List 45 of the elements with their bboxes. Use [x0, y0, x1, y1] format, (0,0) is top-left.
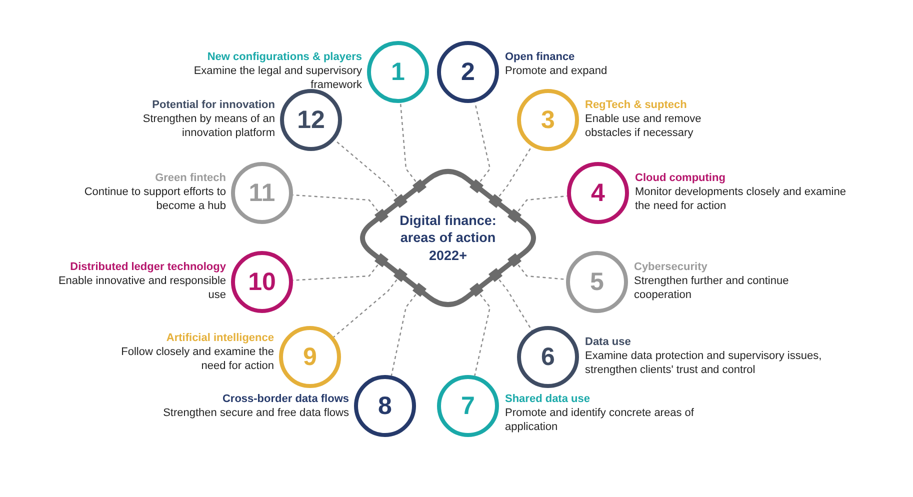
numbered-circle: 12 [280, 89, 342, 151]
dashed-connector [498, 279, 532, 331]
topic-heading: Artificial intelligence [166, 331, 274, 345]
dashed-connector [474, 294, 491, 376]
topic-heading: Green fintech [155, 171, 226, 185]
topic-description: Continue to support efforts to become a hub [83, 185, 226, 213]
topic-description: Enable innovative and responsible use [57, 274, 226, 302]
topic-description: Promote and identify concrete areas of application [505, 406, 695, 434]
topic-description: Monitor developments closely and examine the need for action [635, 185, 847, 213]
topic-description: Strengthen further and continue cooperation [634, 274, 790, 302]
numbered-circle: 2 [437, 41, 499, 103]
numbered-circle: 10 [231, 251, 293, 313]
topic-heading: Cross-border data flows [222, 392, 349, 406]
topic-heading: Open finance [505, 50, 575, 64]
topic-heading: Cybersecurity [634, 260, 708, 274]
dashed-connector [333, 279, 398, 338]
numbered-circle: 3 [517, 89, 579, 151]
topic-description: Enable use and remove obstacles if necessary [585, 112, 702, 140]
topic-heading: Cloud computing [635, 171, 726, 185]
topic-description: Examine data protection and supervisory issues, strengthen clients' trust and control [585, 349, 823, 377]
numbered-circle: 1 [367, 41, 429, 103]
topic-description: Strengthen secure and free data flows [163, 406, 349, 420]
topic-heading: New configurations & players [207, 50, 362, 64]
dashed-connector [390, 294, 416, 376]
numbered-circle: 4 [567, 162, 629, 224]
topic-heading: Data use [585, 335, 631, 349]
numbered-circle: 5 [566, 251, 628, 313]
dashed-connector [400, 102, 416, 182]
topic-description: Examine the legal and supervisory framework [192, 64, 362, 92]
topic-description: Follow closely and examine the need for action [120, 345, 274, 373]
numbered-circle: 11 [231, 162, 293, 224]
numbered-circle: 9 [279, 326, 341, 388]
topic-heading: RegTech & suptech [585, 98, 687, 112]
topic-heading: Shared data use [505, 392, 590, 406]
topic-description: Strengthen by means of an innovation platform [142, 112, 275, 140]
dashed-connector [334, 140, 398, 197]
topic-description: Promote and expand [505, 64, 608, 78]
numbered-circle: 8 [354, 375, 416, 437]
hub-title: Digital finance: areas of action 2022+ [398, 212, 498, 264]
numbered-circle: 7 [437, 375, 499, 437]
numbered-circle: 6 [517, 326, 579, 388]
topic-heading: Distributed ledger technology [70, 260, 226, 274]
dashed-connector [498, 146, 532, 197]
topic-heading: Potential for innovation [152, 98, 275, 112]
dashed-connector [518, 264, 566, 280]
